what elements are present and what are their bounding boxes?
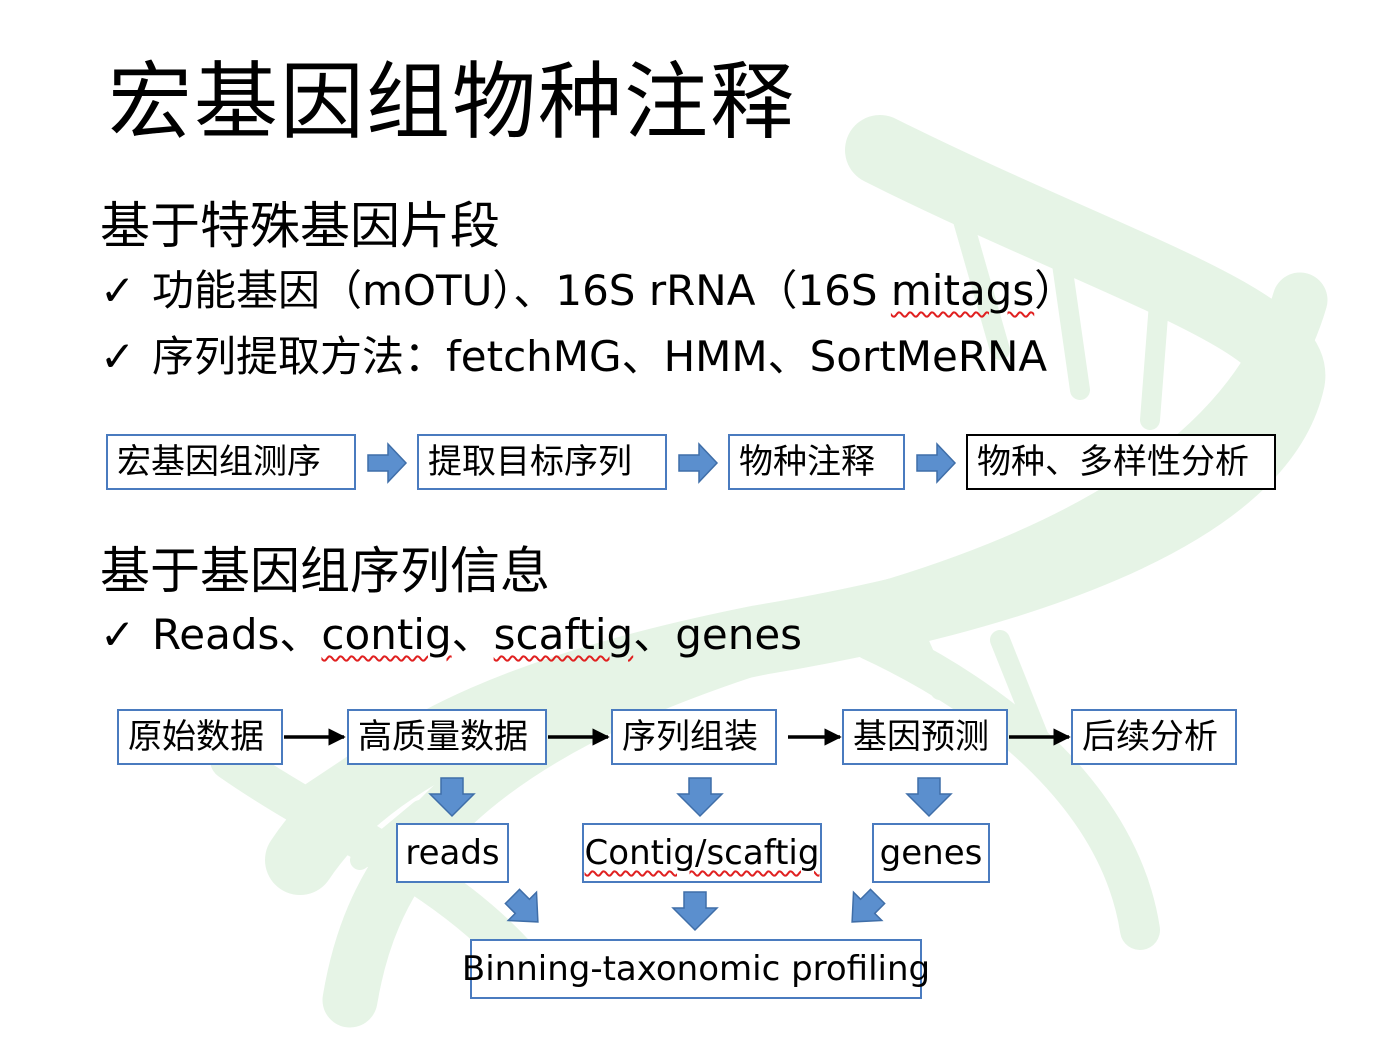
final-box-binning: Binning-taxonomic profiling (462, 939, 930, 999)
output-box-genes: genes (872, 823, 990, 883)
section1-heading: 基于特殊基因片段 (100, 197, 500, 255)
bullet-text: 、 (451, 610, 494, 659)
check-icon: ✓ (100, 332, 136, 381)
pipeline-box-clean-data: 高质量数据 (347, 709, 547, 765)
pipeline-box-gene-prediction: 基因预测 (842, 709, 1008, 765)
spellcheck-word: mitags (890, 266, 1035, 315)
flow1-box-extract: 提取目标序列 (417, 434, 667, 490)
output-box-reads: reads (396, 823, 509, 883)
flow1-box-sequencing: 宏基因组测序 (106, 434, 356, 490)
output-box-contig: Contig/scaftig (582, 823, 822, 883)
spellcheck-word: scaftig (493, 610, 634, 659)
flow1-box-annotation: 物种注释 (728, 434, 905, 490)
section2-heading: 基于基因组序列信息 (100, 542, 550, 600)
bullet-text: 序列提取方法：fetchMG、HMM、SortMeRNA (152, 332, 1048, 381)
bullet-text: ） (1034, 266, 1077, 315)
bullet-text: 功能基因（mOTU）、16S rRNA（16S (152, 266, 891, 315)
bullet-data-types: ✓ Reads、contig、scaftig、genes (100, 610, 802, 660)
bullet-text: 、genes (633, 610, 803, 659)
pipeline-box-raw-data: 原始数据 (117, 709, 283, 765)
bullet-functional-genes: ✓ 功能基因（mOTU）、16S rRNA（16S mitags） (100, 266, 1076, 316)
bullet-text: Reads、 (152, 610, 322, 659)
bullet-extraction-methods: ✓ 序列提取方法：fetchMG、HMM、SortMeRNA (100, 332, 1047, 382)
pipeline-box-assembly: 序列组装 (611, 709, 777, 765)
pipeline-box-downstream: 后续分析 (1071, 709, 1237, 765)
check-icon: ✓ (100, 266, 136, 315)
spellcheck-word: contig (321, 610, 452, 659)
check-icon: ✓ (100, 610, 136, 659)
flow1-box-diversity: 物种、多样性分析 (966, 434, 1276, 490)
page-title: 宏基因组物种注释 (108, 53, 797, 151)
spellcheck-word: Contig/scaftig (584, 833, 820, 873)
